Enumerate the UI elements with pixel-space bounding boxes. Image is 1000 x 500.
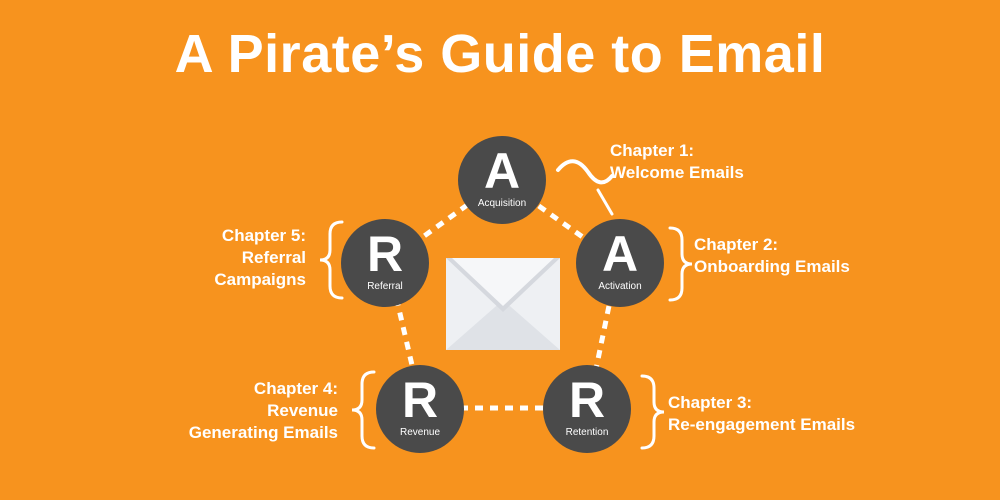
chapter-line: Campaigns xyxy=(214,270,306,289)
chapter-line: Re-engagement Emails xyxy=(668,415,856,434)
node-letter: R xyxy=(568,372,606,428)
node-letter: R xyxy=(401,372,439,428)
brace-chapter-3-icon xyxy=(640,374,665,450)
node-letter: A xyxy=(483,143,521,199)
chapter-1-label: Chapter 1: Welcome Emails xyxy=(610,140,744,184)
pointer-line xyxy=(596,188,614,216)
node-acquisition: A Acquisition xyxy=(458,136,546,224)
chapter-line: Onboarding Emails xyxy=(694,257,850,276)
node-revenue: R Revenue xyxy=(376,365,464,453)
chapter-2-label: Chapter 2: Onboarding Emails xyxy=(694,234,850,278)
chapter-5-label: Chapter 5: Referral Campaigns xyxy=(170,225,306,291)
envelope-icon xyxy=(446,258,560,350)
node-label: Activation xyxy=(598,281,642,292)
chapter-line: Revenue xyxy=(267,401,338,420)
chapter-heading: Chapter 5: xyxy=(221,226,306,245)
chapter-line: Welcome Emails xyxy=(610,163,744,182)
node-referral: R Referral xyxy=(341,219,429,307)
brace-chapter-5-icon xyxy=(319,220,344,300)
chapter-line: Referral xyxy=(241,248,306,267)
chapter-line: Generating Emails xyxy=(188,423,338,442)
chapter-heading: Chapter 1: xyxy=(610,141,695,160)
chapter-heading: Chapter 4: xyxy=(253,379,338,398)
node-retention: R Retention xyxy=(543,365,631,453)
node-label: Retention xyxy=(565,427,609,438)
node-letter: R xyxy=(366,226,404,282)
tilde-icon xyxy=(556,159,614,185)
node-label: Acquisition xyxy=(477,198,527,209)
chapter-heading: Chapter 3: xyxy=(668,393,753,412)
chapter-4-label: Chapter 4: Revenue Generating Emails xyxy=(150,378,338,444)
chapter-heading: Chapter 2: xyxy=(694,235,779,254)
node-letter: A xyxy=(601,226,639,282)
brace-chapter-4-icon xyxy=(351,370,376,450)
node-label: Revenue xyxy=(399,427,441,438)
node-label: Referral xyxy=(367,281,403,292)
brace-chapter-2-icon xyxy=(668,226,693,302)
chapter-3-label: Chapter 3: Re-engagement Emails xyxy=(668,392,855,436)
node-activation: A Activation xyxy=(576,219,664,307)
page-title: A Pirate’s Guide to Email xyxy=(174,24,826,84)
